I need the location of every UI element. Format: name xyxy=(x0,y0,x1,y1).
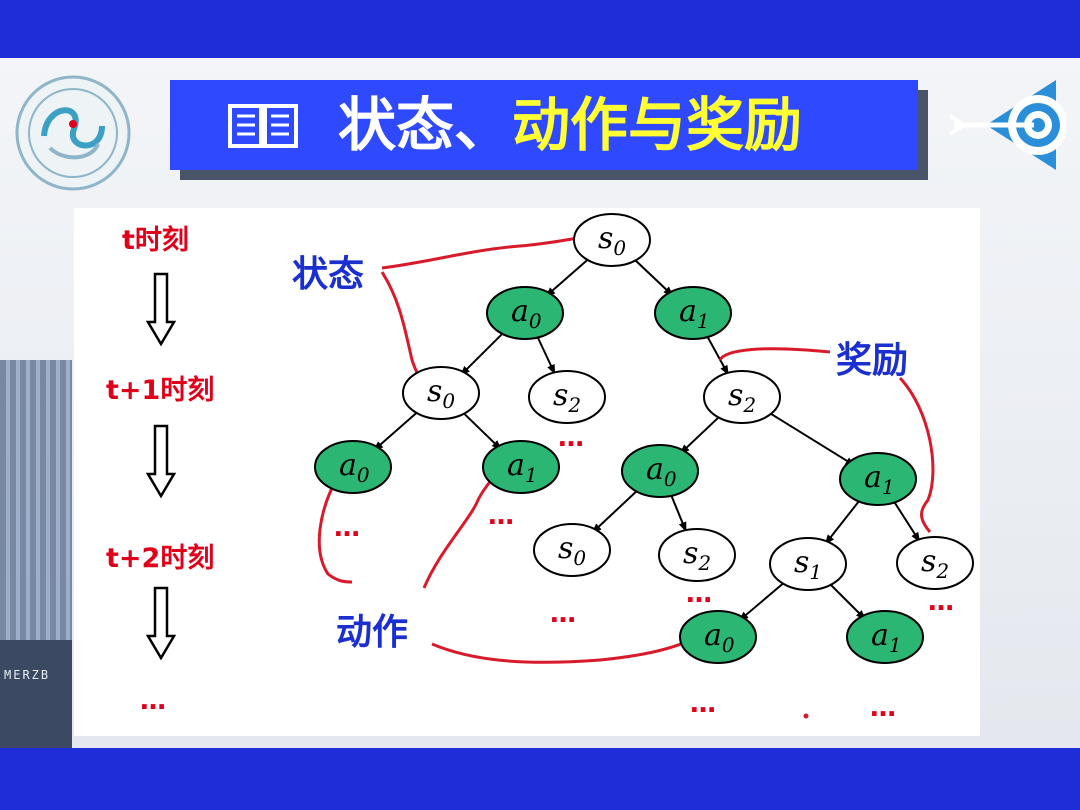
action-node-a1_5: a1 xyxy=(846,610,924,664)
title-part-action-reward: 动作与奖励 xyxy=(512,91,803,159)
annotation-state: 状态 xyxy=(292,254,364,295)
action-node-a0_5: a0 xyxy=(679,610,757,664)
tree-edge-s1_4-a0_5 xyxy=(738,579,788,622)
tree-edge-root-a1_1 xyxy=(631,256,674,297)
down-arrow-icon xyxy=(146,272,176,346)
node-label: a1 xyxy=(679,294,710,333)
down-arrow-icon xyxy=(146,586,176,660)
reward-callout-curve xyxy=(898,376,935,533)
action-node-a1_3b: a1 xyxy=(839,452,917,506)
tree-ellipsis: … xyxy=(558,423,584,453)
timeline-ellipsis: … xyxy=(140,686,166,716)
action-node-a1_1: a1 xyxy=(654,286,732,340)
tree-edge-a0_1-s2_2a xyxy=(536,335,556,375)
state-node-s2_2b: s2 xyxy=(703,370,781,424)
action-callout-curve xyxy=(422,473,498,589)
tree-ellipsis: … xyxy=(870,693,896,723)
tree-edge-s2_2b-a0_3b xyxy=(679,413,723,455)
tree-edge-s0_2-a1_3a xyxy=(460,409,502,451)
tree-edge-a1_3b-s2_4b xyxy=(892,499,921,543)
action-callout-curve xyxy=(317,479,353,584)
tree-edge-a0_3b-s0_4 xyxy=(591,487,641,534)
state-node-root: s0 xyxy=(573,213,651,267)
tree-ellipsis: … xyxy=(686,579,712,609)
state-node-s2_4b: s2 xyxy=(896,536,974,590)
reward-callout-curve xyxy=(718,347,831,361)
open-book-icon xyxy=(228,104,298,148)
top-band xyxy=(0,0,1080,58)
tree-edge-a0_1-s0_2 xyxy=(460,330,506,376)
tree-edge-s0_2-a0_3a xyxy=(373,408,421,452)
tree-ellipsis: … xyxy=(488,501,514,531)
university-seal-logo xyxy=(15,75,131,191)
stray-dot xyxy=(803,713,809,719)
state-node-s0_4: s0 xyxy=(533,523,611,577)
tree-ellipsis: … xyxy=(690,689,716,719)
tree-ellipsis: … xyxy=(550,599,576,629)
state-node-s0_2: s0 xyxy=(402,366,480,420)
time-label-t-plus-1: t+1时刻 xyxy=(106,375,215,406)
tree-edge-a1_3b-s1_4 xyxy=(824,498,862,545)
node-label: a0 xyxy=(339,448,370,487)
tree-edge-a0_3b-s2_4a xyxy=(670,494,687,533)
down-arrow-icon xyxy=(146,424,176,498)
tree-ellipsis: … xyxy=(334,513,360,543)
target-arrow-icon xyxy=(948,80,1066,170)
bottom-band xyxy=(0,748,1080,810)
tree-edge-root-a0_1 xyxy=(545,255,592,298)
time-label-t-plus-2: t+2时刻 xyxy=(106,543,215,574)
action-node-a0_3a: a0 xyxy=(314,440,392,494)
tree-edge-s2_2b-a1_3b xyxy=(764,409,856,467)
state-callout-curve xyxy=(381,236,579,270)
annotation-reward: 奖励 xyxy=(836,340,908,381)
node-label: s2 xyxy=(553,378,581,417)
action-node-a0_1: a0 xyxy=(486,286,564,340)
tree-edge-a1_1-s2_2b xyxy=(705,334,730,376)
action-node-a1_3a: a1 xyxy=(482,440,560,494)
state-node-s1_4: s1 xyxy=(769,537,847,591)
time-label-t: t时刻 xyxy=(122,225,189,256)
node-label: a0 xyxy=(646,452,677,491)
title-part-state: 状态、 xyxy=(338,91,513,159)
tree-edge-s1_4-a1_5 xyxy=(827,581,866,620)
background-building-base xyxy=(0,640,72,748)
state-node-s2_4a: s2 xyxy=(658,528,736,582)
state-node-s2_2a: s2 xyxy=(528,370,606,424)
annotation-action: 动作 xyxy=(336,612,408,653)
slide-title: 状态、动作与奖励 xyxy=(338,90,802,160)
tree-ellipsis: … xyxy=(928,587,954,617)
building-lettering: MERZB xyxy=(4,668,51,682)
action-callout-curve xyxy=(431,638,691,664)
title-banner: 状态、动作与奖励 xyxy=(170,80,918,170)
action-node-a0_3b: a0 xyxy=(621,444,699,498)
